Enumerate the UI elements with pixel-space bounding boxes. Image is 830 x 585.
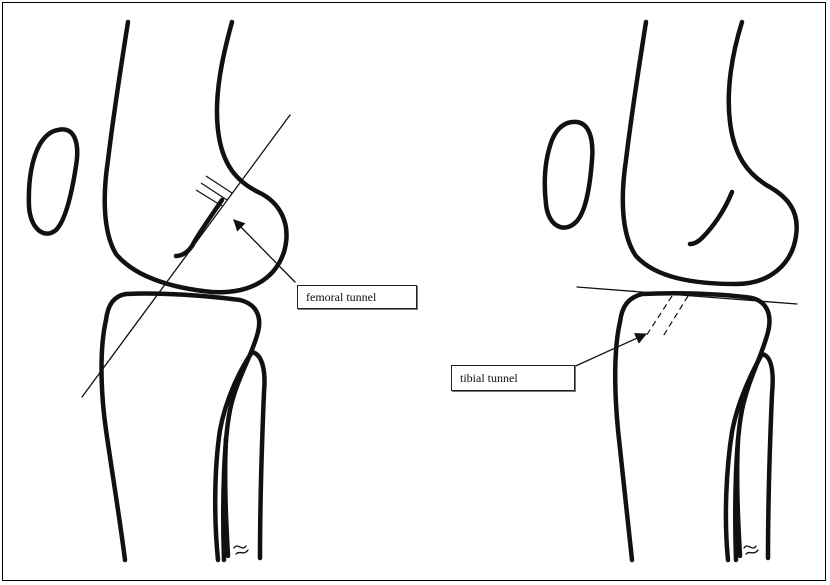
left-knee <box>29 22 295 560</box>
right-tunnel-line-2 <box>662 296 688 338</box>
left-tunnel-marker-1 <box>196 190 222 206</box>
right-tibia <box>615 293 769 560</box>
left-femoral-notch <box>176 200 222 256</box>
right-knee <box>545 22 797 560</box>
right-fibula-inner <box>737 440 740 556</box>
left-tibia <box>102 293 260 560</box>
left-scribble-mark <box>234 546 248 554</box>
left-tunnel-marker-3 <box>206 176 232 193</box>
left-fibula-inner <box>225 438 228 556</box>
left-tunnel-marker-2 <box>201 183 227 200</box>
left-patella <box>29 129 77 233</box>
right-tunnel-line-1 <box>646 296 672 336</box>
right-femur <box>623 22 797 284</box>
femoral-tunnel-label: femoral tunnel <box>297 285 417 309</box>
right-scribble-mark <box>744 546 758 554</box>
tibial-tunnel-label: tibial tunnel <box>451 365 575 391</box>
right-patella <box>545 122 593 228</box>
right-femoral-notch <box>690 192 732 244</box>
right-plateau-line <box>577 287 797 304</box>
